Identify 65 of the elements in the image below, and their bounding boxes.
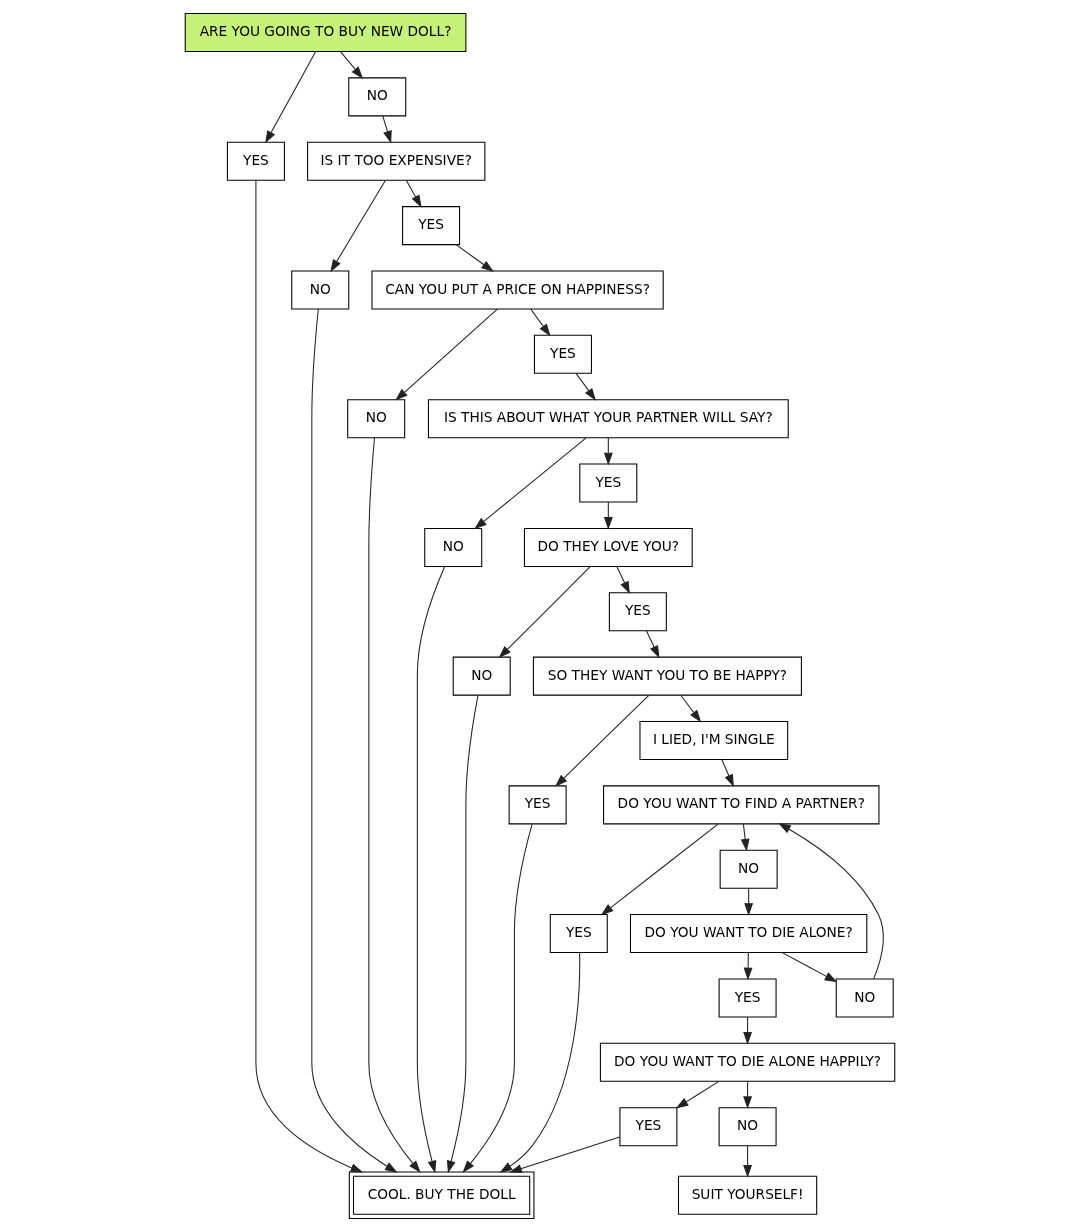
node-box: NO (718, 1106, 777, 1146)
arrow (743, 951, 753, 980)
node-box: NO (347, 398, 406, 438)
node-box: YES (402, 205, 461, 245)
arrow (311, 308, 398, 1173)
arrow (530, 308, 551, 336)
arrow (265, 50, 317, 143)
node-box: SO THEY WANT YOU TO BE HAPPY? (532, 656, 802, 696)
node-box: SUIT YOURSELF! (677, 1175, 818, 1215)
arrow (778, 822, 884, 979)
arrow (368, 436, 421, 1173)
arrow (575, 372, 596, 401)
node-box: IS IT TOO EXPENSIVE? (307, 141, 486, 181)
arrow (743, 1080, 753, 1109)
arrow (446, 694, 479, 1173)
node-box: DO THEY LOVE YOU? (523, 527, 693, 567)
node-box: COOL. BUY THE DOLL (348, 1171, 535, 1219)
arrow (339, 50, 364, 79)
arrow (509, 1135, 621, 1173)
arrow (743, 1016, 753, 1045)
node-box: DO YOU WANT TO DIE ALONE? (629, 913, 868, 953)
arrow (555, 694, 650, 787)
node-box: YES (619, 1106, 678, 1146)
node-box: YES (718, 977, 777, 1017)
node-box: NO (424, 527, 483, 567)
arrow (474, 436, 587, 529)
arrow (743, 1144, 753, 1178)
arrow (675, 1080, 720, 1108)
arrow (645, 629, 660, 658)
arrow (499, 951, 581, 1173)
node-box: NO (291, 269, 350, 309)
arrow (616, 565, 630, 594)
arrow (405, 179, 422, 208)
arrow (330, 179, 386, 272)
arrow (382, 114, 392, 144)
arrow (680, 694, 702, 723)
node-box: YES (226, 141, 285, 181)
node-box: NO (452, 656, 511, 696)
node-box: YES (608, 591, 667, 631)
arrow (498, 565, 591, 658)
arrow (740, 822, 750, 852)
arrow (781, 951, 838, 982)
node-box: DO YOU WANT TO FIND A PARTNER? (603, 784, 880, 824)
arrow (600, 823, 719, 915)
node-box: CAN YOU PUT A PRICE ON HAPPINESS? (371, 269, 664, 309)
node-box: YES (579, 463, 638, 503)
node-box: NO (719, 849, 778, 889)
node-box: I LIED, I'M SINGLE (639, 720, 789, 760)
node-box: YES (549, 913, 608, 953)
arrow (462, 823, 533, 1173)
node-box: NO (348, 76, 407, 116)
arrow (255, 179, 364, 1173)
node-box: IS THIS ABOUT WHAT YOUR PARTNER WILL SAY? (427, 398, 789, 438)
arrow (721, 758, 734, 787)
node-box: YES (533, 334, 592, 374)
arrow (395, 308, 498, 401)
node-box: DO YOU WANT TO DIE ALONE HAPPILY? (599, 1042, 896, 1082)
arrow (455, 243, 494, 272)
arrow (744, 887, 754, 916)
node-box: NO (835, 977, 894, 1017)
arrow (416, 565, 446, 1173)
arrow (603, 501, 613, 530)
node-box: ARE YOU GOING TO BUY NEW DOLL? (184, 12, 467, 52)
node-box: YES (508, 784, 567, 824)
arrow (603, 436, 613, 465)
